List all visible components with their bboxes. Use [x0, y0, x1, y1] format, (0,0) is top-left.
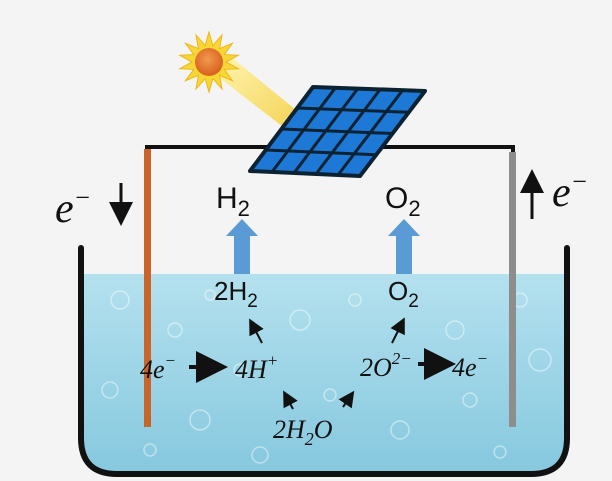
water-label: 2H2O — [273, 415, 333, 449]
reaction-arrow-up-left — [249, 318, 264, 344]
reaction-arrow-up-right — [390, 317, 405, 344]
sun-icon — [178, 30, 240, 94]
electrons-4-label: 4e− — [140, 351, 176, 384]
solar-panel-grid-line — [297, 106, 409, 114]
reaction-arrow-water-left — [283, 390, 298, 410]
oxide-2-label: 2O2− — [360, 349, 412, 382]
container-outline — [78, 245, 570, 477]
o2-liquid-label: O2 — [388, 276, 419, 312]
reaction-arrow-water-right — [338, 390, 355, 409]
solar-panel-grid-line — [281, 127, 393, 135]
h2-gas-label: H2 — [216, 182, 250, 221]
left-electrode — [144, 149, 151, 427]
electrons-4-right-label: 4e− — [452, 349, 488, 382]
electron-label-right: e− — [552, 167, 588, 216]
solar-panel-icon — [248, 85, 427, 178]
o2-gas-arrow — [388, 219, 420, 274]
electron-label-left: e− — [55, 183, 91, 232]
right-electrode — [509, 152, 516, 427]
h2-liquid-label: 2H2 — [214, 276, 258, 312]
protons-4-label: 4H+ — [235, 351, 278, 384]
o2-gas-label: O2 — [385, 182, 421, 221]
electrolyte-water — [81, 274, 567, 474]
h2-gas-arrow — [226, 219, 258, 274]
solar-panel-grid-line — [265, 148, 377, 157]
